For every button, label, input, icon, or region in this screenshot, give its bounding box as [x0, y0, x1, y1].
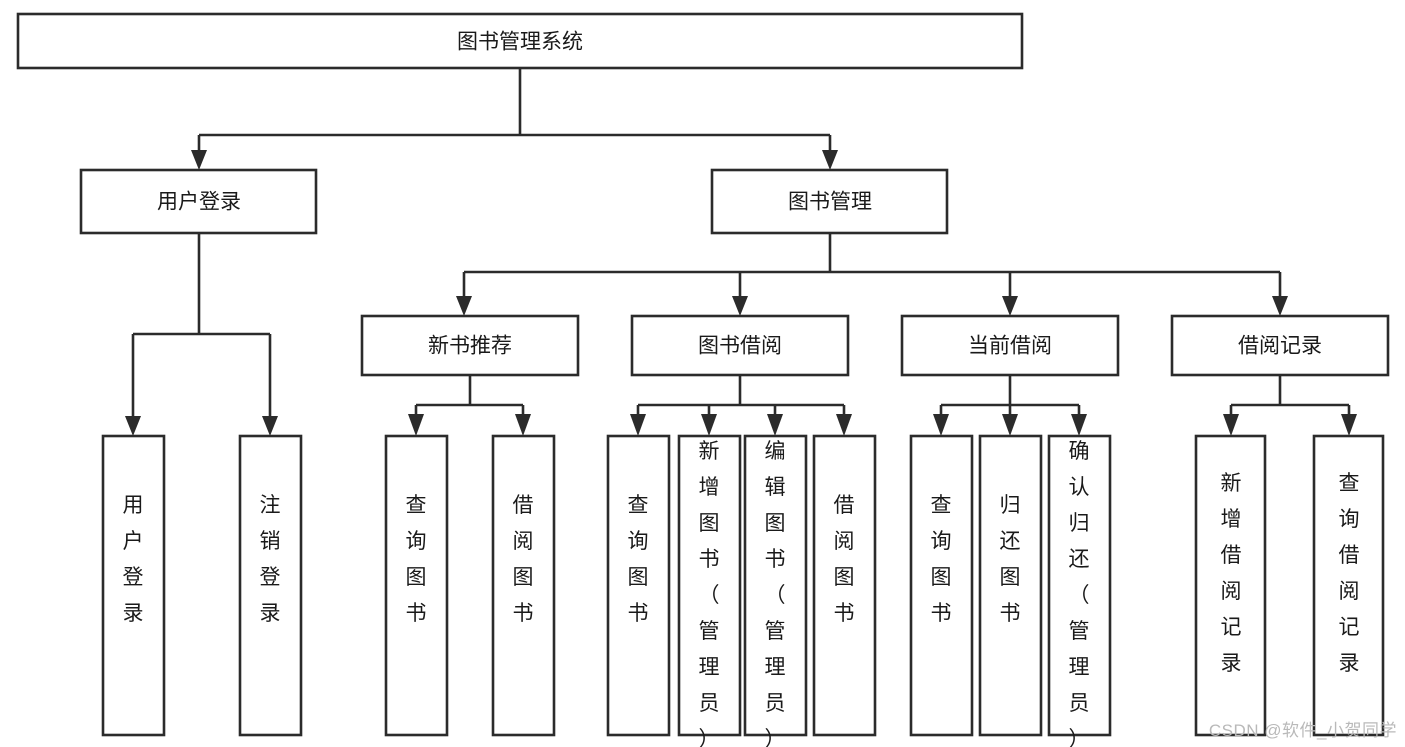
leaf-box: [1312, 434, 1385, 737]
leaf-node-br-add-record[interactable]: 新增借阅记录: [1194, 434, 1267, 737]
leaf-box: [1194, 434, 1267, 737]
arrow-icon-br-leaf-1: [1223, 414, 1239, 436]
leaf-label-vertical: 归还图书: [1000, 494, 1021, 625]
arrow-icon-user-login-leaf-2: [262, 416, 278, 436]
leaf-node-cb-return-book[interactable]: 归还图书: [978, 434, 1043, 737]
leaf-label-vertical: 新增图书（管理员）: [699, 440, 720, 747]
node-user-login-label: 用户登录: [157, 191, 241, 214]
node-root-book-management-system[interactable]: 图书管理系统: [16, 12, 1024, 70]
arrow-icon-bb-leaf-3: [767, 414, 783, 436]
leaf-box: [812, 434, 877, 737]
leaf-node-br-query-record[interactable]: 查询借阅记录: [1312, 434, 1385, 737]
connector-group-root: [191, 68, 838, 170]
arrow-icon-root-to-book-mgmt: [822, 150, 838, 170]
leaf-box: [978, 434, 1043, 737]
csdn-watermark: CSDN @软件_小贺同学: [1208, 721, 1397, 740]
node-book-borrow[interactable]: 图书借阅: [630, 314, 850, 377]
arrow-icon-bb-leaf-1: [630, 414, 646, 436]
leaf-node-bb-borrow-book[interactable]: 借阅图书: [812, 434, 877, 737]
node-user-login[interactable]: 用户登录: [79, 168, 318, 235]
node-current-borrow-label: 当前借阅: [968, 335, 1052, 358]
arrow-icon-bb-leaf-2: [701, 414, 717, 436]
node-borrow-record-box: [1170, 314, 1390, 377]
leaf-node-nb-borrow-book[interactable]: 借阅图书: [491, 434, 556, 737]
leaf-node-user-login-login[interactable]: 用户登录: [101, 434, 166, 737]
connector-group-book-borrow: [630, 375, 852, 436]
leaf-label-vertical: 查询图书: [406, 494, 427, 625]
connector-group-user-login: [125, 233, 278, 436]
node-book-borrow-label: 图书借阅: [698, 335, 782, 358]
leaf-box: [606, 434, 671, 737]
leaf-node-bb-add-book-admin[interactable]: 新增图书（管理员）: [677, 434, 742, 747]
leaf-label-vertical: 查询图书: [931, 494, 952, 625]
node-root-box: [16, 12, 1024, 70]
leaf-label-vertical: 借阅图书: [834, 494, 855, 625]
node-book-borrow-box: [630, 314, 850, 377]
arrow-icon-br-leaf-2: [1341, 414, 1357, 436]
arrow-icon-bm-to-borrow-record: [1272, 296, 1288, 316]
leaf-label-vertical: 确认归还（管理员）: [1069, 440, 1090, 747]
leaf-label-vertical: 注销登录: [260, 494, 281, 625]
leaf-box: [101, 434, 166, 737]
leaf-box: [677, 434, 742, 737]
node-new-book-recommend-box: [360, 314, 580, 377]
arrow-icon-nb-leaf-1: [408, 414, 424, 436]
arrow-icon-bm-to-book-borrow: [732, 296, 748, 316]
leaf-label-vertical: 查询借阅记录: [1339, 472, 1360, 675]
arrow-icon-nb-leaf-2: [515, 414, 531, 436]
arrow-icon-root-to-user-login: [191, 150, 207, 170]
node-new-book-recommend[interactable]: 新书推荐: [360, 314, 580, 377]
leaf-node-cb-confirm-return-admin[interactable]: 确认归还（管理员）: [1047, 434, 1112, 747]
leaf-box: [1047, 434, 1112, 737]
arrow-icon-cb-leaf-1: [933, 414, 949, 436]
leaf-node-nb-query-book[interactable]: 查询图书: [384, 434, 449, 737]
node-current-borrow-box: [900, 314, 1120, 377]
node-borrow-record[interactable]: 借阅记录: [1170, 314, 1390, 377]
node-user-login-box: [79, 168, 318, 235]
arrow-icon-cb-leaf-3: [1071, 414, 1087, 436]
node-book-management[interactable]: 图书管理: [710, 168, 949, 235]
node-borrow-record-label: 借阅记录: [1238, 335, 1322, 358]
leaf-label-vertical: 借阅图书: [513, 494, 534, 625]
connector-group-book-mgmt: [456, 233, 1288, 316]
node-current-borrow[interactable]: 当前借阅: [900, 314, 1120, 377]
leaf-label-vertical: 查询图书: [628, 494, 649, 625]
node-book-management-box: [710, 168, 949, 235]
arrow-icon-bm-to-current-borrow: [1002, 296, 1018, 316]
leaf-box: [743, 434, 808, 737]
leaf-label-vertical: 用户登录: [123, 494, 144, 625]
connector-group-borrow-record: [1223, 375, 1357, 436]
node-book-management-label: 图书管理: [788, 191, 872, 214]
connector-group-current-borrow: [933, 375, 1087, 436]
leaf-node-bb-query-book[interactable]: 查询图书: [606, 434, 671, 737]
node-root-label: 图书管理系统: [457, 31, 583, 54]
arrow-icon-bb-leaf-4: [836, 414, 852, 436]
leaf-node-cb-query-book[interactable]: 查询图书: [909, 434, 974, 737]
leaf-node-user-logout[interactable]: 注销登录: [238, 434, 303, 737]
node-new-book-recommend-label: 新书推荐: [428, 335, 512, 358]
leaf-label-vertical: 新增借阅记录: [1221, 472, 1242, 675]
connector-group-new-book: [408, 375, 531, 436]
leaf-node-bb-edit-book-admin[interactable]: 编辑图书（管理员）: [743, 434, 808, 747]
arrow-icon-bm-to-new-book: [456, 296, 472, 316]
leaf-box: [238, 434, 303, 737]
arrow-icon-user-login-leaf-1: [125, 416, 141, 436]
leaf-box: [491, 434, 556, 737]
arrow-icon-cb-leaf-2: [1002, 414, 1018, 436]
leaf-label-vertical: 编辑图书（管理员）: [765, 440, 786, 747]
leaf-box: [909, 434, 974, 737]
leaf-box: [384, 434, 449, 737]
